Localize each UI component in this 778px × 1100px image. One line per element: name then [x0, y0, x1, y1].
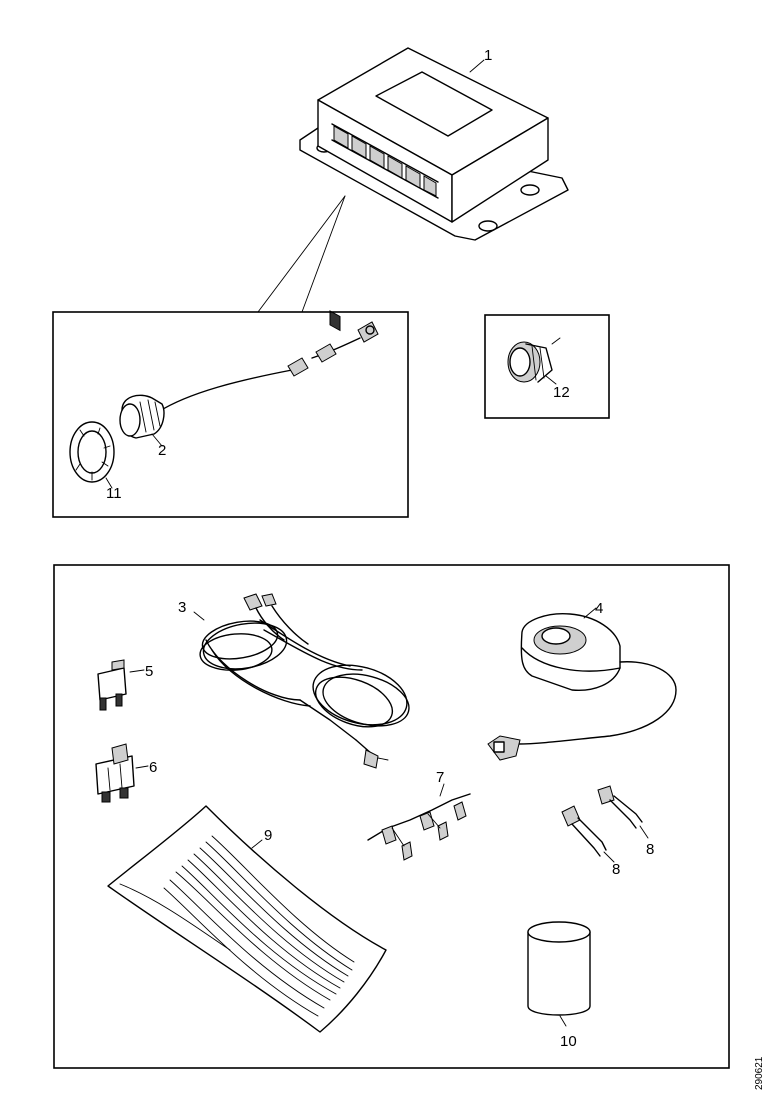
terminals: 8 8: [561, 785, 654, 878]
fuse-holder-6: 6: [95, 743, 157, 803]
cable-tie-bag: 9: [107, 805, 387, 1033]
callout-4: 4: [595, 600, 603, 617]
callout-8b: 8: [646, 841, 654, 858]
connector-row: [329, 123, 439, 332]
callout-2: 2: [158, 442, 166, 459]
control-unit: 1: [299, 47, 569, 332]
callout-10: 10: [560, 1033, 577, 1050]
callout-3: 3: [178, 599, 186, 616]
detail-pointer-left: [257, 195, 346, 313]
callout-11: 11: [106, 485, 122, 502]
callout-6: 6: [149, 759, 157, 776]
splice-connectors: 7: [367, 769, 471, 861]
callout-7: 7: [436, 769, 444, 786]
sensor-holder: 12: [507, 337, 570, 401]
callout-5: 5: [145, 663, 153, 680]
detail-pointer-right: [301, 195, 346, 313]
sensor-with-cable: 2 11: [69, 321, 379, 502]
fuse-5: 5: [97, 659, 153, 711]
callout-1: 1: [484, 47, 492, 64]
callout-12: 12: [553, 384, 570, 401]
sensor-detail-frame: [52, 311, 409, 518]
callout-9: 9: [264, 827, 272, 844]
kit-components-frame: [53, 564, 730, 1069]
document-id: 290621: [754, 1056, 765, 1090]
buzzer-unit: 4: [487, 600, 677, 761]
wiring-harness: 3: [178, 593, 410, 769]
part12-frame: [484, 314, 610, 419]
cable-ties: [163, 835, 355, 1017]
callout-8a: 8: [612, 861, 620, 878]
adhesive-can: 10: [527, 921, 591, 1050]
